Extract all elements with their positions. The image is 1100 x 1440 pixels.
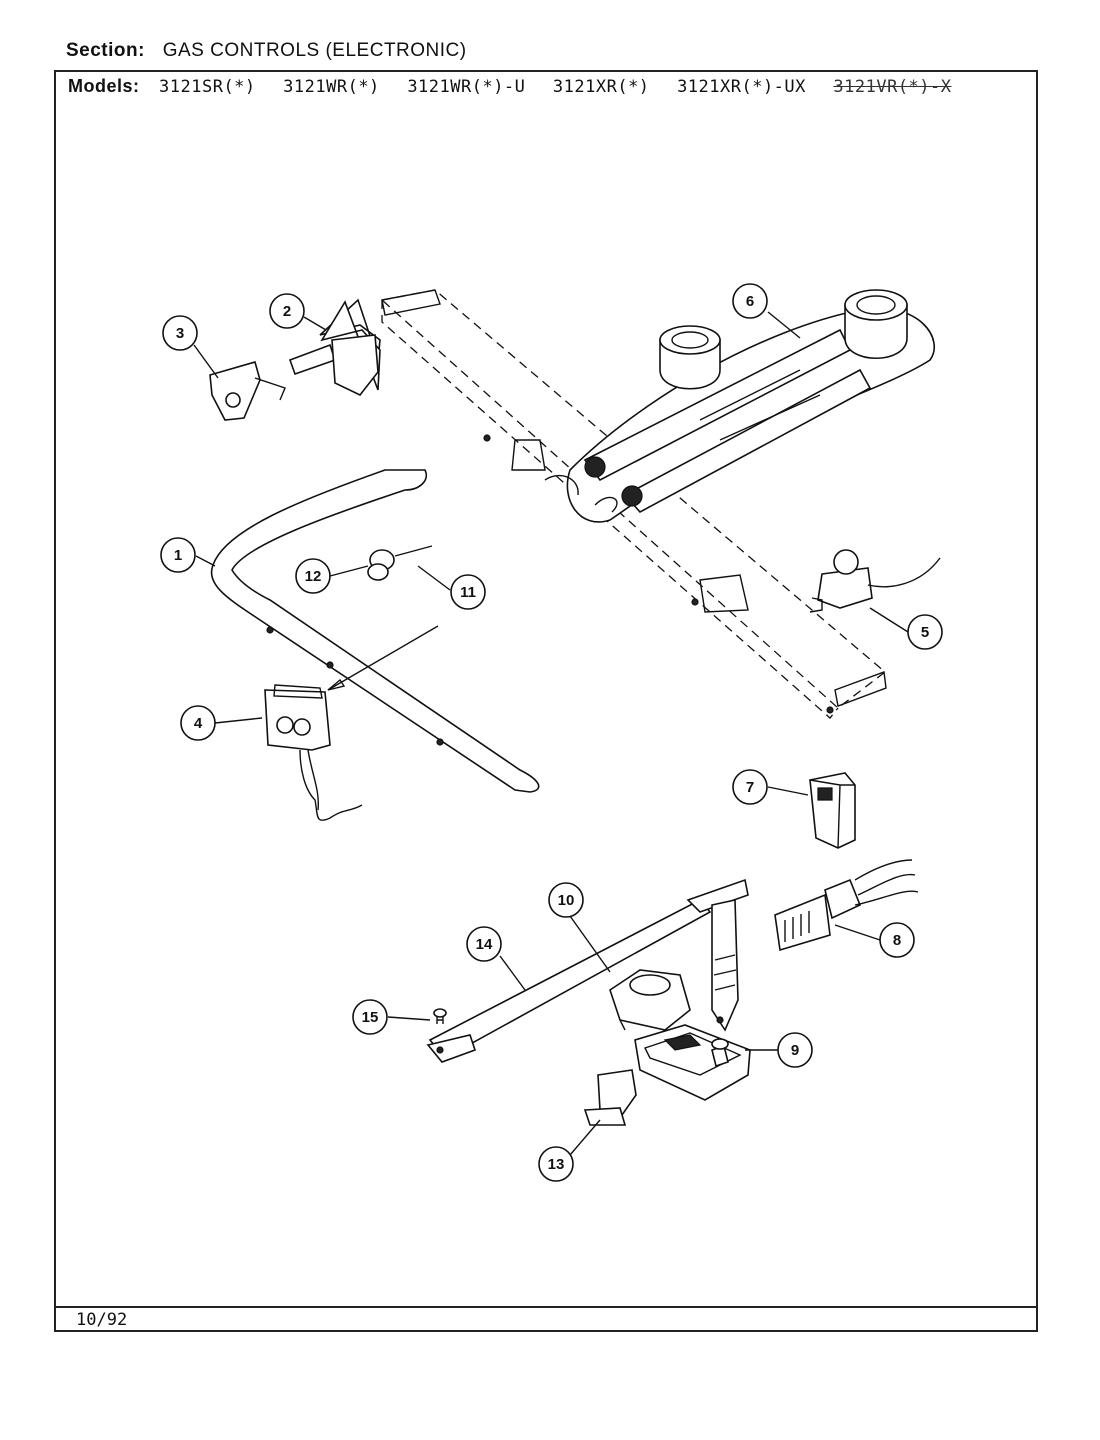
models-line: Models: 3121SR(*) 3121WR(*) 3121WR(*)-U …	[68, 76, 974, 97]
rod	[327, 545, 439, 691]
svg-text:9: 9	[791, 1042, 799, 1059]
svg-text:2: 2	[283, 303, 291, 320]
callout-11: 11	[450, 574, 486, 610]
svg-text:1: 1	[174, 547, 182, 564]
gas-valve	[609, 969, 691, 1041]
callout-14: 14	[466, 926, 502, 962]
igniter-bracket	[809, 549, 941, 613]
callout-2: 2	[269, 293, 305, 329]
callout-leaders	[193, 311, 909, 1156]
model-number: 3121WR(*)	[283, 77, 380, 97]
svg-text:6: 6	[746, 293, 754, 310]
svg-text:8: 8	[893, 932, 901, 949]
models-label: Models:	[68, 76, 140, 96]
svg-text:5: 5	[921, 624, 929, 641]
footer-date: 10/92	[76, 1310, 128, 1330]
callout-3: 3	[162, 315, 198, 351]
model-number-struck: 3121VR(*)-X	[833, 77, 952, 97]
svg-text:15: 15	[362, 1009, 379, 1026]
bracket	[209, 361, 286, 421]
callout-8: 8	[879, 922, 915, 958]
callout-6: 6	[732, 283, 768, 319]
svg-text:14: 14	[476, 936, 493, 953]
section-label: Section:	[66, 40, 145, 61]
callout-9: 9	[777, 1032, 813, 1068]
switch-block	[264, 684, 363, 821]
control-module	[809, 772, 856, 849]
svg-text:7: 7	[746, 779, 754, 796]
svg-text:4: 4	[194, 715, 203, 732]
callout-7: 7	[732, 769, 768, 805]
svg-text:3: 3	[176, 325, 184, 342]
fitting	[367, 549, 395, 581]
callout-1: 1	[160, 537, 196, 573]
footer-divider	[56, 1306, 1036, 1308]
connector-plug	[774, 859, 919, 952]
callout-13: 13	[538, 1146, 574, 1182]
gas-manifold-pipe	[210, 469, 540, 793]
callout-5: 5	[907, 614, 943, 650]
burner-head	[659, 325, 721, 390]
diagram-frame: Models: 3121SR(*) 3121WR(*) 3121WR(*)-U …	[54, 70, 1038, 1332]
svg-text:12: 12	[305, 568, 322, 585]
callout-4: 4	[180, 705, 216, 741]
control-assembly	[288, 298, 381, 396]
model-number: 3121XR(*)-UX	[677, 77, 806, 97]
svg-text:10: 10	[558, 892, 575, 909]
model-number: 3121WR(*)-U	[407, 77, 526, 97]
support-bracket-bar	[426, 878, 749, 1063]
screw	[433, 1008, 447, 1024]
burner-assembly	[380, 289, 935, 719]
model-number: 3121SR(*)	[159, 77, 256, 97]
section-title: Section: GAS CONTROLS (ELECTRONIC)	[66, 40, 467, 62]
burner-head	[844, 289, 908, 359]
svg-text:13: 13	[548, 1156, 565, 1173]
svg-text:11: 11	[460, 584, 476, 601]
section-value: GAS CONTROLS (ELECTRONIC)	[162, 40, 467, 61]
regulator-housing	[634, 1024, 751, 1101]
callout-12: 12	[295, 558, 331, 594]
model-number: 3121XR(*)	[552, 77, 650, 97]
callout-15: 15	[352, 999, 388, 1035]
callout-10: 10	[548, 882, 584, 918]
mounting-bracket	[583, 1069, 637, 1126]
